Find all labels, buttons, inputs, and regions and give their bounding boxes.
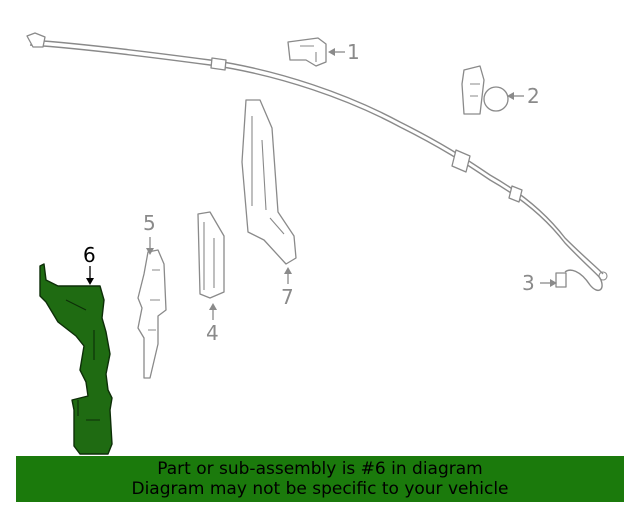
part-5-bracket xyxy=(137,249,167,379)
callout-4: 4 xyxy=(206,321,219,345)
info-banner: Part or sub-assembly is #6 in diagram Di… xyxy=(16,456,624,502)
callout-3: 3 xyxy=(522,271,535,295)
callout-7: 7 xyxy=(281,285,294,309)
callout-leaders xyxy=(86,48,557,320)
callout-2: 2 xyxy=(527,84,540,108)
part-7-bracket xyxy=(241,99,297,265)
callout-6: 6 xyxy=(83,243,96,267)
callout-5: 5 xyxy=(143,211,156,235)
callout-1: 1 xyxy=(347,40,360,64)
banner-line-1: Part or sub-assembly is #6 in diagram xyxy=(157,459,483,479)
part-2-bracket xyxy=(461,65,509,115)
part-6-bracket-highlighted xyxy=(39,263,113,455)
banner-line-2: Diagram may not be specific to your vehi… xyxy=(131,479,509,499)
wiring-harness xyxy=(26,32,608,292)
part-1-sensor xyxy=(287,37,327,67)
part-4-module xyxy=(197,211,225,299)
parts-diagram: 1 2 3 4 5 6 7 xyxy=(26,32,608,455)
